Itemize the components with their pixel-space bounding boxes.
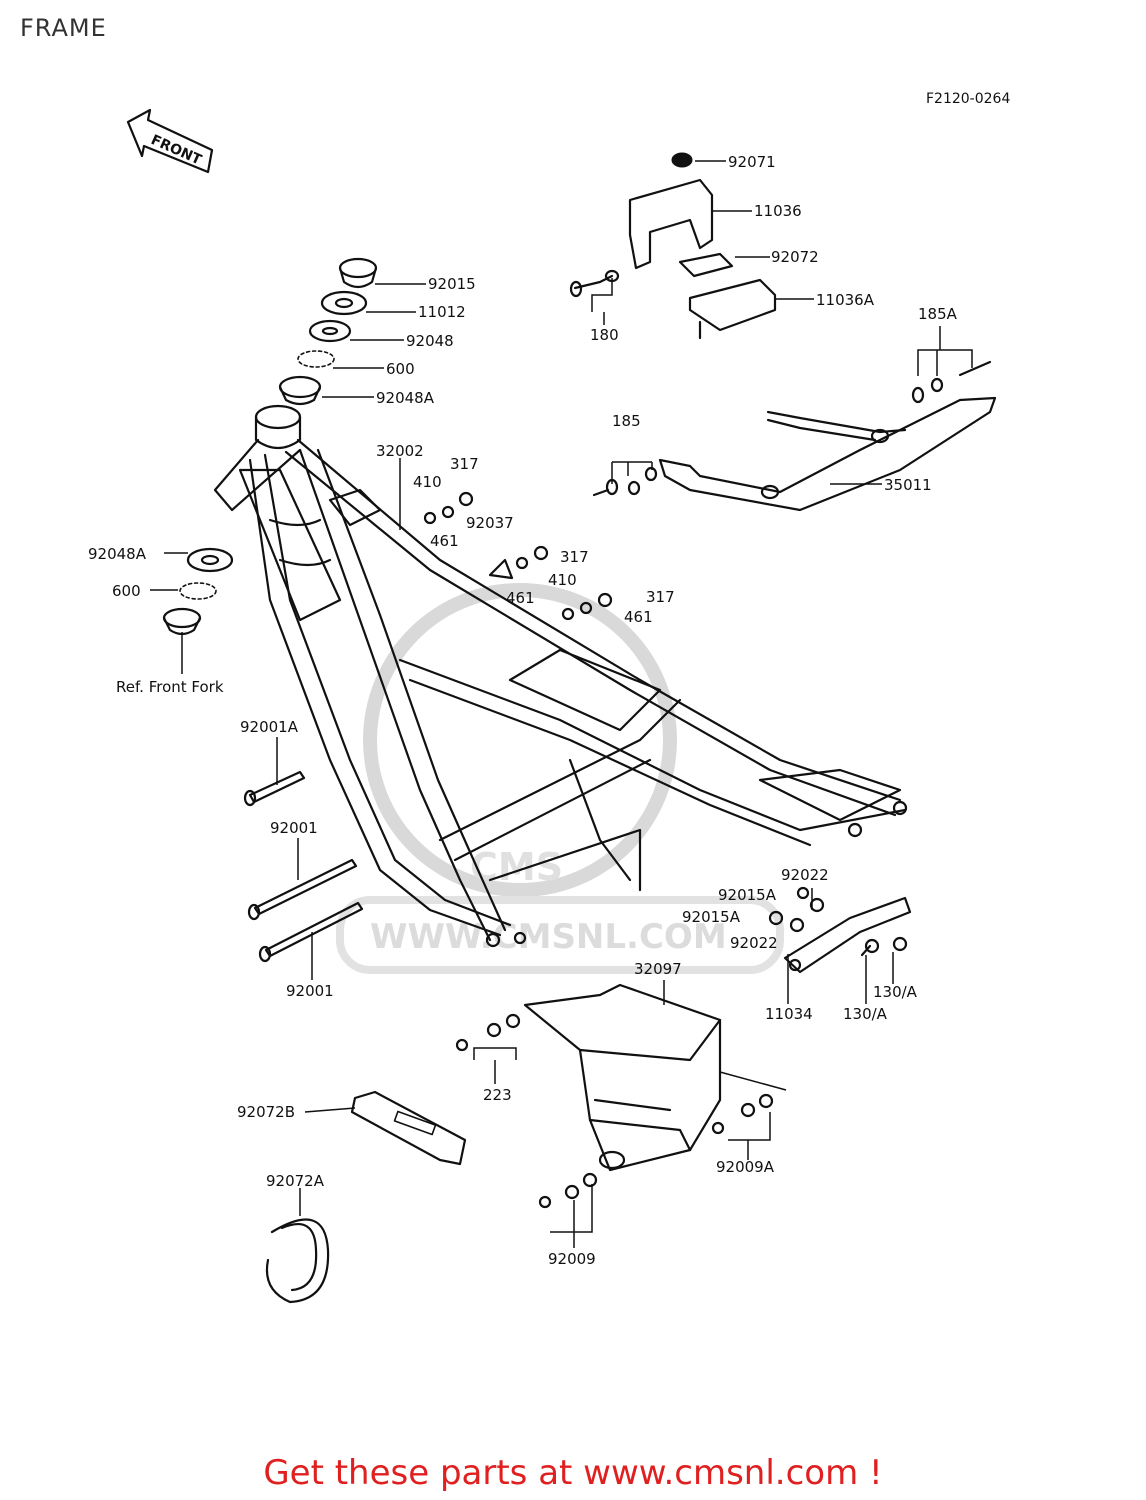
part-label: 11036A: [816, 291, 875, 309]
part-label: 130/A: [843, 1005, 888, 1023]
front-direction-arrow: FRONT: [126, 108, 214, 174]
part-label: 180: [590, 326, 619, 344]
part-label: 35011: [884, 476, 932, 494]
part-label: 92009: [548, 1250, 596, 1268]
part-label: 92037: [466, 514, 514, 532]
part-label: 92015A: [682, 908, 741, 926]
fastener-parts: [423, 491, 613, 621]
part-label: 130/A: [873, 983, 918, 1001]
part-label: 92015: [428, 275, 476, 293]
leader-lines: [150, 160, 973, 1248]
rubber-pad: [350, 1090, 467, 1166]
part-label: 92048A: [376, 389, 435, 407]
cmsnl-watermark: CMS WWW.CMSNL.COM: [336, 583, 784, 974]
side-bracket-parts: [768, 886, 912, 974]
part-label: Ref. Front Fork: [116, 678, 224, 696]
part-label: 461: [506, 589, 535, 607]
front-arrow-label: FRONT: [148, 132, 204, 169]
part-label: 92071: [728, 153, 776, 171]
part-label: 600: [386, 360, 415, 378]
part-label: 32002: [376, 442, 424, 460]
part-label: 410: [548, 571, 577, 589]
part-label: 185A: [918, 305, 958, 323]
part-label: 92048A: [88, 545, 147, 563]
part-label: 92001: [286, 982, 334, 1000]
part-label: 600: [112, 582, 141, 600]
watermark-url: WWW.CMSNL.COM: [370, 917, 727, 957]
bolt-parts: [243, 770, 364, 963]
part-label: 223: [483, 1086, 512, 1104]
part-label: 92001: [270, 819, 318, 837]
part-label: 92072: [771, 248, 819, 266]
part-label: 92022: [730, 934, 778, 952]
part-label: 11012: [418, 303, 466, 321]
part-label: 317: [450, 455, 479, 473]
main-frame: [213, 404, 908, 948]
drawing-code: F2120-0264: [926, 91, 1010, 107]
lower-bearing-parts: [162, 547, 234, 636]
steering-head-parts: [278, 257, 378, 406]
battery-case: [455, 983, 774, 1209]
part-label: 461: [430, 532, 459, 550]
part-label: 92072B: [237, 1103, 295, 1121]
battery-strap: [265, 1218, 330, 1304]
footer-link[interactable]: Get these parts at www.cmsnl.com !: [263, 1453, 883, 1493]
part-label: 11034: [765, 1005, 813, 1023]
part-label: 11036: [754, 202, 802, 220]
part-label: 92022: [781, 866, 829, 884]
part-label: 32097: [634, 960, 682, 978]
part-label: 461: [624, 608, 653, 626]
part-label: 92001A: [240, 718, 299, 736]
part-label: 185: [612, 412, 641, 430]
part-label: 92072A: [266, 1172, 325, 1190]
part-label: 410: [413, 473, 442, 491]
part-label: 317: [646, 588, 675, 606]
grab-rail: [592, 360, 997, 512]
part-label: 317: [560, 548, 589, 566]
watermark-logo: CMS: [470, 845, 563, 889]
part-label: 92009A: [716, 1158, 775, 1176]
page-title: FRAME: [20, 14, 107, 42]
part-label: 92015A: [718, 886, 777, 904]
part-labels: 92071 11036 92072 11036A 180 185A 92015 …: [88, 153, 958, 1268]
rear-bracket-parts: [569, 152, 777, 340]
part-label: 92048: [406, 332, 454, 350]
